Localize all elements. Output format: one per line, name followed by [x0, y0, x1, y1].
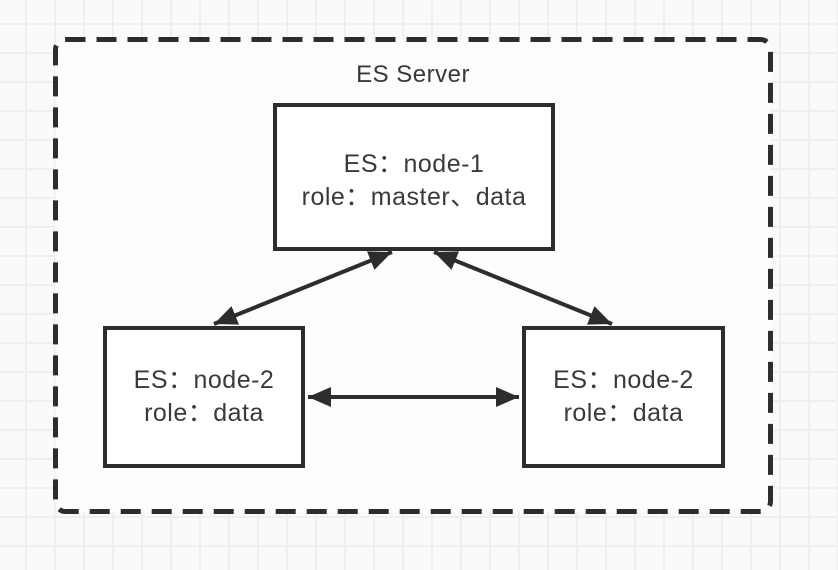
node-2-left-box: ES：node-2 role：data [103, 326, 305, 468]
node-1-name: ES：node-1 [343, 150, 485, 178]
node-2-right-name: ES：node-2 [553, 366, 694, 394]
edge-node1-node2right [433, 250, 613, 326]
node-1-role: role：master、data [301, 183, 527, 211]
node-2-left-name: ES：node-2 [133, 366, 275, 394]
diagram-title: ES Server [356, 61, 470, 88]
node-1-box: ES：node-1 role：master、data [273, 103, 555, 251]
node-2-left-role: role：data [144, 399, 264, 427]
edge-node1-node2left [213, 250, 393, 326]
node-2-right-box: ES：node-2 role：data [522, 326, 725, 468]
node-2-right-role: role：data [563, 399, 684, 427]
